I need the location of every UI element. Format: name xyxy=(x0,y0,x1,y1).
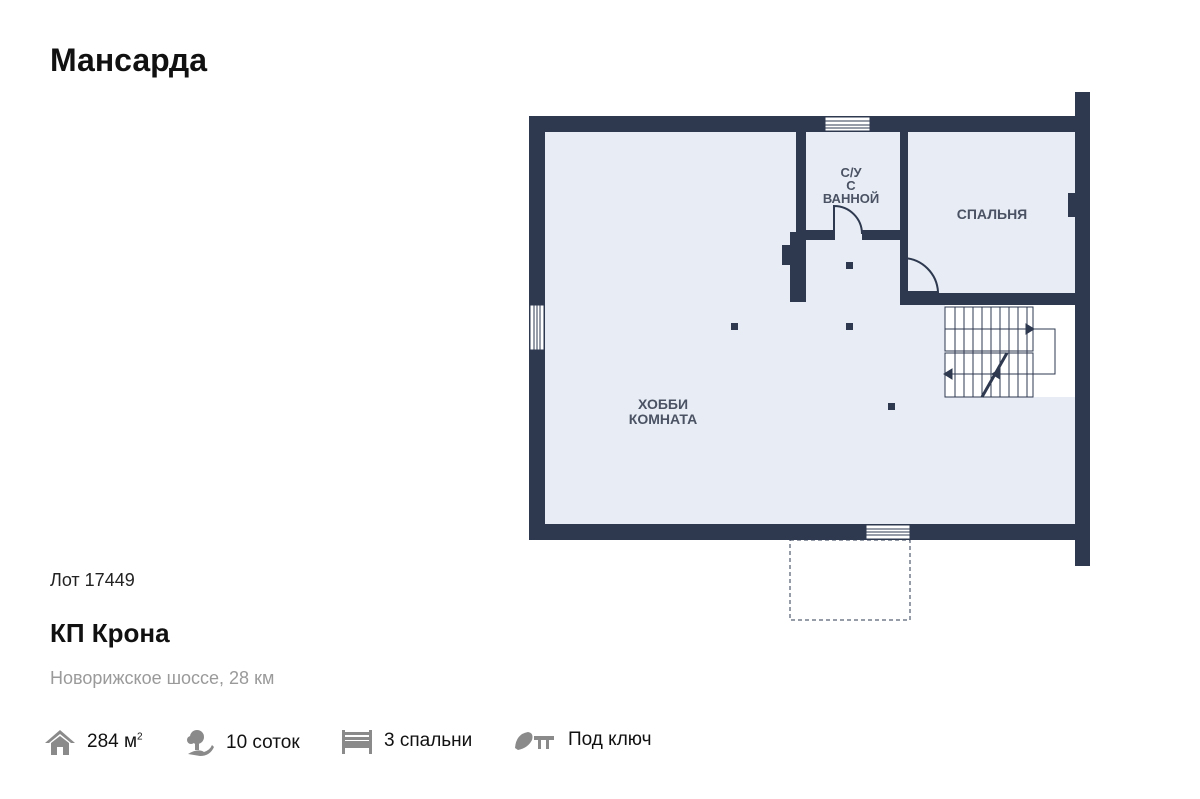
room-label-hobby: ХОББИ xyxy=(638,396,688,412)
feature-value: 10 соток xyxy=(226,732,300,753)
feature-finish: Под ключ xyxy=(512,728,652,752)
feature-area: 284 м2 xyxy=(43,728,143,756)
feature-value: Под ключ xyxy=(568,729,652,750)
feature-value: 284 м xyxy=(87,731,138,752)
room-label-hobby: КОМНАТА xyxy=(629,411,697,427)
feature-sup: 2 xyxy=(137,731,143,743)
room-label-bathroom: ВАННОЙ xyxy=(823,191,879,206)
interior-walls xyxy=(731,92,1090,566)
address: Новорижское шоссе, 28 км xyxy=(50,668,275,688)
room-label-bedroom: СПАЛЬНЯ xyxy=(957,206,1028,222)
feature-plot: 10 соток xyxy=(182,728,300,758)
porch xyxy=(789,539,911,621)
room-label-bathroom: С/У xyxy=(840,165,862,180)
feature-value: 3 спальни xyxy=(384,730,473,751)
page-title: Мансарда xyxy=(50,42,208,78)
key-icon xyxy=(515,732,554,750)
staircase xyxy=(943,306,1056,398)
tree-icon xyxy=(187,730,214,756)
lot-number: Лот 17449 xyxy=(50,570,135,590)
bathroom-door xyxy=(833,204,863,240)
feature-bedrooms: 3 спальни xyxy=(340,728,472,754)
bed-icon xyxy=(342,730,372,754)
bedroom-door xyxy=(903,257,940,293)
house-icon xyxy=(45,730,75,755)
room-label-bathroom: С xyxy=(846,178,856,193)
village-name: КП Крона xyxy=(50,618,170,648)
